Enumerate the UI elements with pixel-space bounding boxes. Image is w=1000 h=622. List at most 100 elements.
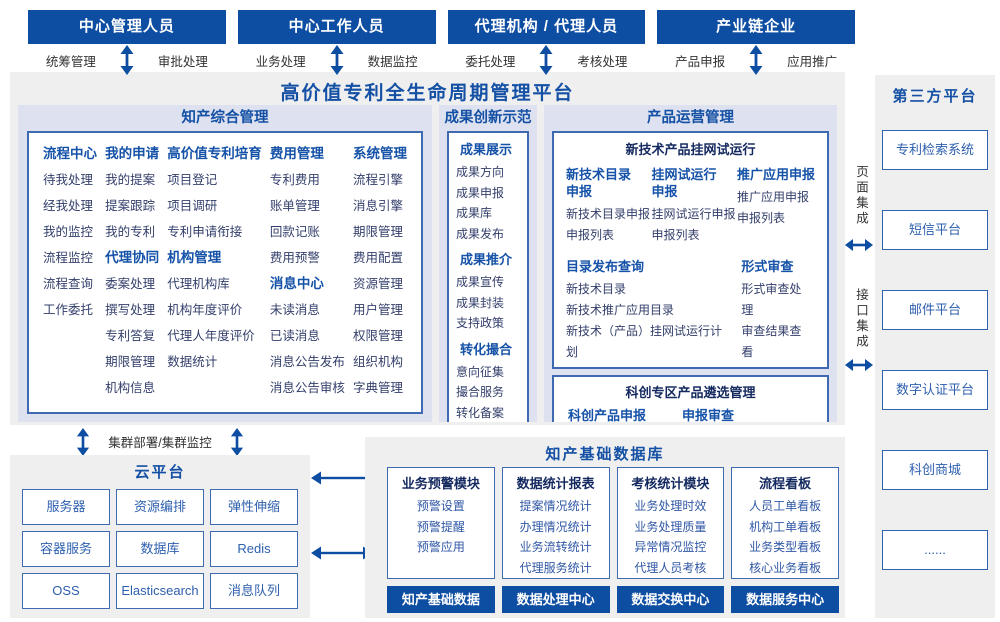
module-items: 人员工单看板机构工单看板业务类型看板核心业务看板 (732, 496, 838, 578)
database-module: 流程看板 人员工单看板机构工单看板业务类型看板核心业务看板 数据服务中心 (731, 467, 839, 613)
menu-item: 专利答复 (105, 329, 156, 343)
menu-item: 流程引擎 (352, 173, 403, 187)
menu-item: 项目登记 (167, 173, 218, 187)
arrow-left-icon (311, 471, 373, 485)
menu-item: 专利申请衔接 (167, 225, 243, 239)
module-item: 核心业务看板 (749, 560, 822, 575)
menu-group: 转化撮合 意向征集撮合服务转化备案 (456, 337, 520, 423)
menu-group: 流程中心 待我处理经我处理我的监控流程监控流程查询工作委托 (43, 141, 97, 323)
menu-group: 挂网试运行申报 挂网试运行申报申报列表 (651, 166, 735, 246)
role-labels: 业务处理 数据监控 (238, 44, 436, 76)
group-items: 我的提案提案跟踪我的专利 (105, 167, 159, 245)
menu-item: 账单管理 (269, 199, 320, 213)
cloud-service-box: 服务器 (22, 489, 110, 525)
menu-item: 代理机构库 (167, 277, 230, 291)
third-party-box: 专利检索系统 (882, 130, 988, 170)
menu-item: 待我处理 (43, 173, 94, 187)
module-footer: 数据服务中心 (731, 586, 839, 613)
menu-group: 费用管理 专利费用账单管理回款记账费用预警 (270, 141, 345, 271)
group-heading: 新技术目录申报 (566, 167, 632, 199)
module-footer: 数据处理中心 (501, 586, 610, 613)
cloud-service-box: Elasticsearch (116, 573, 204, 609)
group-items: 新技术目录新技术推广应用目录新技术（产品）挂网试运行计划 (566, 279, 737, 363)
menu-item: 挂网试运行申报 (651, 207, 736, 221)
group-heading: 成果展示 (460, 142, 513, 157)
role-block: 产业链企业 产品申报 应用推广 (657, 10, 855, 76)
role-header-row: 中心管理人员 统筹管理 审批处理 中心工作人员 业务处理 (28, 10, 855, 76)
module-box: 流程看板 人员工单看板机构工单看板业务类型看板核心业务看板 (731, 467, 839, 579)
group-heading: 消息中心 (269, 276, 324, 291)
menu-group: 形式审查 形式审查处理审查结果查看 (741, 258, 815, 363)
role-left-label: 业务处理 (255, 54, 306, 69)
group-heading: 机构管理 (167, 250, 222, 265)
module-item: 预警应用 (416, 540, 465, 554)
role-labels: 委托处理 考核处理 (448, 44, 646, 76)
cloud-service-box: 资源编排 (116, 489, 204, 525)
menu-item: 机构年度评价 (167, 303, 243, 317)
database-module: 业务预警模块 预警设置预警提醒预警应用 知产基础数据 (387, 467, 495, 613)
role-left-label: 委托处理 (465, 54, 516, 69)
group-heading: 挂网试运行申报 (651, 167, 717, 199)
module-item: 机构工单看板 (749, 519, 822, 534)
menu-column: 流程中心 待我处理经我处理我的监控流程监控流程查询工作委托 (43, 141, 97, 408)
database-module: 考核统计模块 业务处理时效业务处理质量异常情况监控代理人员考核 数据交换中心 (616, 467, 725, 613)
third-party-box: 科创商城 (882, 450, 988, 490)
selection-box: 科创专区产品遴选管理 科创产品申报 科创产品申报申报列表 申报审查 (552, 375, 829, 422)
module-item: 异常情况监控 (634, 540, 707, 554)
group-heading: 转化撮合 (460, 341, 513, 357)
role-labels: 产品申报 应用推广 (657, 44, 855, 76)
role-labels: 统筹管理 审批处理 (28, 44, 226, 76)
platform-container: 高价值专利全生命周期管理平台 知产综合管理 流程中心 待我处理经我处理我的监控 (10, 72, 845, 425)
role-right-label: 考核处理 (577, 54, 628, 69)
third-party-box: 邮件平台 (882, 290, 988, 330)
role-title: 中心管理人员 (28, 10, 226, 44)
group-items: 委案处理撰写处理专利答复期限管理机构信息 (105, 271, 159, 401)
module-items: 提案情况统计办理情况统计业务流转统计代理服务统计 (503, 496, 609, 578)
menu-item: 新技术（产品）挂网试运行计划 (566, 324, 723, 359)
module-item: 预警设置 (416, 499, 465, 513)
menu-item: 资源管理 (352, 277, 403, 291)
menu-item: 成果库 (456, 206, 493, 220)
menu-column: 我的申请 我的提案提案跟踪我的专利 代理协同 委案处理撰写处理专利答复期限管理机… (105, 141, 159, 408)
menu-group: 科创产品申报 科创产品申报申报列表 (568, 407, 646, 422)
menu-column: 系统管理 流程引擎消息引擎期限管理费用配置资源管理用户管理权限管理组织机构字典管… (353, 141, 407, 408)
menu-item: 申报列表 (736, 211, 785, 225)
group-heading: 高价值专利培育 (167, 146, 262, 161)
menu-item: 成果发布 (456, 226, 505, 241)
group-heading: 目录发布查询 (566, 259, 645, 274)
section-title: 知产综合管理 (181, 110, 269, 126)
role-left-label: 产品申报 (675, 54, 726, 69)
group-items: 挂网试运行申报申报列表 (651, 204, 735, 246)
double-arrow-vertical-icon (77, 427, 90, 456)
module-box: 业务预警模块 预警设置预警提醒预警应用 (387, 467, 495, 579)
double-arrow-horizontal-icon (845, 239, 873, 251)
double-arrow-vertical-icon (749, 45, 763, 75)
menu-item: 成果方向 (456, 165, 505, 179)
menu-column: 费用管理 专利费用账单管理回款记账费用预警 消息中心 未读消息已读消息消息公告发… (270, 141, 345, 408)
double-arrow-horizontal-icon (311, 546, 373, 560)
group-heading: 申报审查 (682, 408, 735, 422)
section-product: 产品运营管理 新技术产品挂网试运行 新技术目录申报 新技术目录申报申报列表 (544, 105, 837, 422)
menu-group: 成果推介 成果宣传成果封装支持政策 (456, 247, 520, 334)
cluster-connector: 集群部署/集群监控 (10, 427, 310, 456)
third-party-box: ...... (882, 530, 988, 570)
menu-item: 我的提案 (105, 173, 156, 187)
module-items: 业务处理时效业务处理质量异常情况监控代理人员考核 (618, 496, 724, 578)
group-items: 未读消息已读消息消息公告发布消息公告审核 (270, 297, 345, 401)
menu-item: 消息引擎 (352, 199, 403, 213)
api-integration-label: 接口集成 (854, 288, 868, 350)
role-block: 中心管理人员 统筹管理 审批处理 (28, 10, 226, 76)
module-box: 考核统计模块 业务处理时效业务处理质量异常情况监控代理人员考核 (616, 467, 725, 579)
menu-item: 形式审查处理 (741, 282, 802, 317)
innovation-box: 成果展示 成果方向成果申报成果库成果发布 成果推介 成果宣传成果封装支持政策 转… (447, 131, 529, 422)
module-heading: 考核统计模块 (631, 476, 710, 491)
menu-item: 代理人年度评价 (167, 329, 255, 343)
comprehensive-box: 流程中心 待我处理经我处理我的监控流程监控流程查询工作委托 我的申请 (27, 131, 423, 414)
platform-title: 高价值专利全生命周期管理平台 (280, 83, 575, 104)
module-item: 业务类型看板 (749, 540, 822, 554)
group-heading: 我的申请 (105, 146, 160, 161)
module-heading: 流程看板 (759, 476, 812, 491)
cloud-title: 云平台 (134, 464, 186, 481)
